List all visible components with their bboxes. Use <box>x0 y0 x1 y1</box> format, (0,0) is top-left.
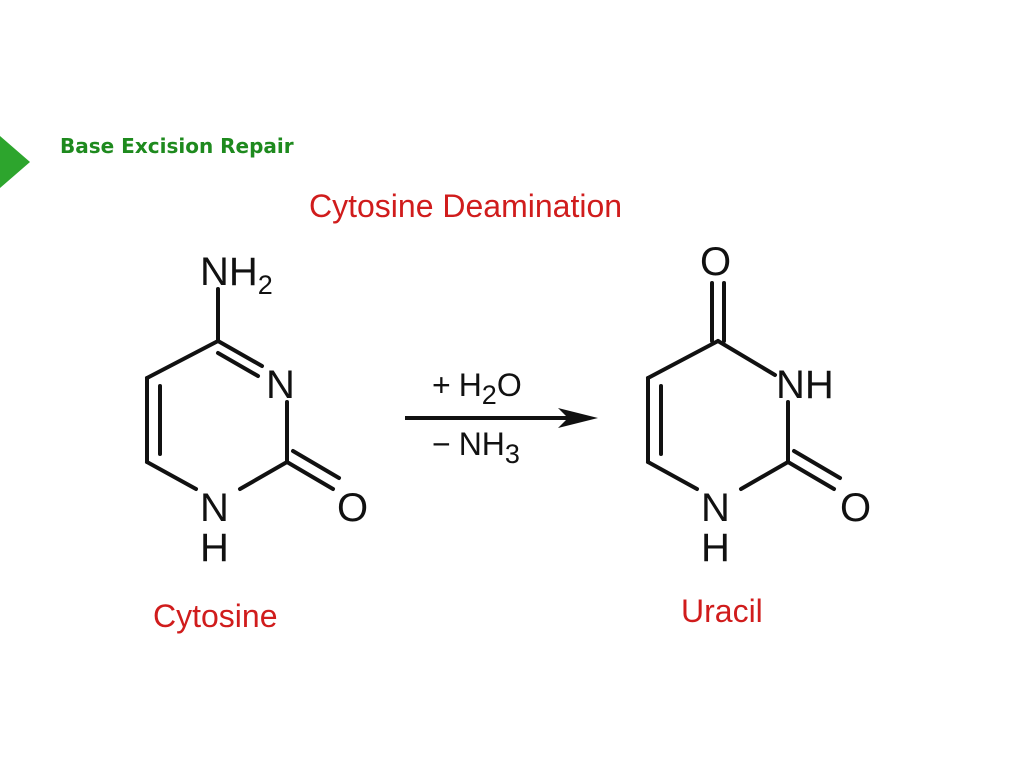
condition-add-water: +H2O <box>432 367 522 410</box>
uracil-ring-nh-h: H <box>701 526 730 570</box>
cytosine-ring-nitrogen: N <box>266 363 295 407</box>
cytosine-carbonyl-oxygen: O <box>337 486 368 530</box>
cytosine-c2-o-double-bond <box>291 449 341 480</box>
condition-remove-ammonia: −NH3 <box>432 426 520 469</box>
uracil-n1-c2-bond <box>739 460 790 491</box>
uracil-c6-n1-bond <box>646 460 699 491</box>
uracil-top-oxygen: O <box>700 240 731 284</box>
cytosine-c4-n3-bond <box>216 339 264 368</box>
reaction-title: Cytosine Deamination <box>309 188 623 224</box>
cytosine-amino-group: NH2 <box>200 250 273 300</box>
cytosine-c4-c5-bond <box>145 339 220 380</box>
cytosine-c6-n1-bond <box>145 460 198 491</box>
uracil-c4-n3-bond <box>716 339 777 377</box>
cytosine-c4-n3-double-bond <box>216 351 260 378</box>
uracil-c2-o-bond <box>786 460 836 491</box>
uracil-ring-nh-n: N <box>701 486 730 530</box>
reaction-arrow <box>405 408 598 428</box>
cytosine-label: Cytosine <box>153 598 278 634</box>
uracil-structure <box>646 281 842 491</box>
slide-marker-icon <box>0 136 30 188</box>
uracil-ring-nh: NH <box>776 363 834 407</box>
cytosine-n1-c2-bond <box>238 460 289 491</box>
cytosine-structure <box>145 287 341 491</box>
cytosine-c2-o-bond <box>285 460 335 491</box>
cytosine-ring-nh-h: H <box>200 526 229 570</box>
uracil-carbonyl-oxygen: O <box>840 486 871 530</box>
section-title: Base Excision Repair <box>60 134 294 158</box>
uracil-c4-c5-bond <box>646 339 720 380</box>
cytosine-ring-nh-n: N <box>200 486 229 530</box>
uracil-label: Uracil <box>681 593 763 629</box>
uracil-c2-o-double-bond <box>792 449 842 480</box>
